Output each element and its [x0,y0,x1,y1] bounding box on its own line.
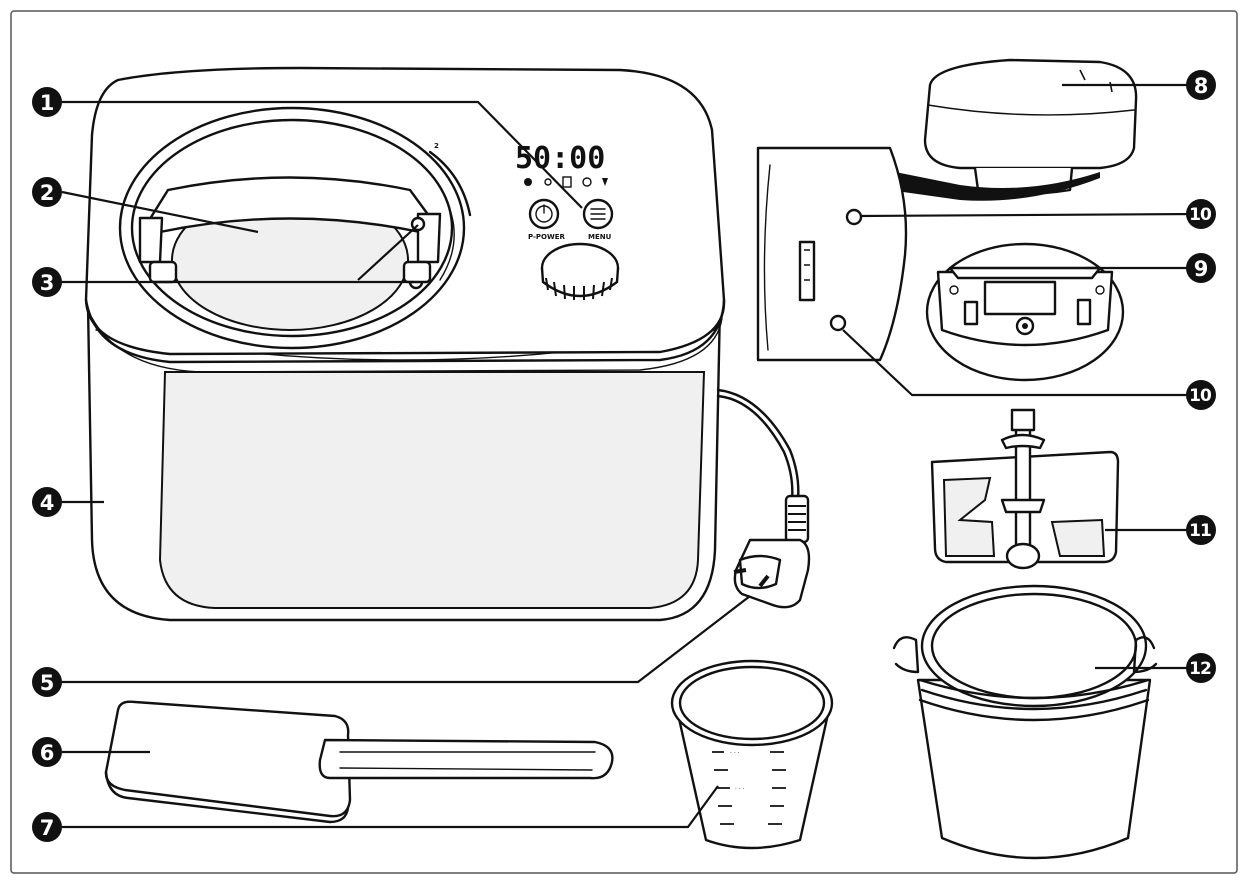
motor-unit-base [925,242,1125,382]
svg-text:7: 7 [40,816,55,840]
svg-text:· · ·: · · · [735,786,745,793]
status-icon-1 [524,178,532,186]
svg-text:6: 6 [40,741,55,765]
leader-lines [61,83,1201,829]
svg-text:11: 11 [1189,521,1211,541]
ice-cream-bowl [892,584,1158,860]
callout-4: 4 [32,487,62,517]
callout-8: 8 [1186,70,1216,100]
callout-10-lower: 10 [1186,380,1216,410]
svg-text:· · ·: · · · [730,750,740,757]
svg-text:8: 8 [1194,74,1209,98]
status-icon-2 [544,178,552,186]
callout-7: 7 [32,812,62,842]
callout-12: 12 [1186,653,1216,683]
power-cord-plug [716,388,811,609]
fixing-hole-upper [845,208,863,226]
svg-text:3: 3 [40,271,55,295]
callout-6: 6 [32,737,62,767]
control-panel: 50:00 P-POWER MENU 2 [434,141,620,300]
callout-5: 5 [32,667,62,697]
timer-display: 50:00 [515,141,605,176]
callout-10-upper: 10 [1186,199,1216,229]
frame-border [10,10,1238,874]
svg-text:5: 5 [40,671,55,695]
svg-text:1: 1 [40,91,55,115]
svg-text:10: 10 [1189,205,1212,225]
callout-9: 9 [1186,253,1216,283]
svg-text:2: 2 [40,181,55,205]
rotary-knob[interactable] [540,242,620,300]
status-icon-5 [602,178,608,186]
measuring-cup: · · · · · · [670,659,834,850]
callout-2: 2 [32,177,62,207]
mixing-paddle [930,408,1120,570]
motor-unit-top [923,58,1138,196]
spatula [104,700,614,824]
svg-text:4: 4 [40,491,55,515]
menu-button[interactable]: MENU [582,198,614,241]
status-icon-3 [562,176,572,188]
status-icon-4 [582,177,592,187]
fixing-hole-lower [829,314,847,332]
dial-mark: 2 [434,142,439,150]
power-button-label: P-POWER [528,233,565,241]
svg-text:12: 12 [1189,659,1211,679]
svg-text:9: 9 [1194,257,1209,281]
callout-3: 3 [32,267,62,297]
lid-opening [118,106,472,350]
power-button[interactable]: P-POWER [528,198,565,241]
callout-1: 1 [32,87,62,117]
motor-detail-view [756,146,1100,362]
menu-button-label: MENU [588,233,612,241]
callout-11: 11 [1186,515,1216,545]
svg-text:10: 10 [1189,386,1212,406]
